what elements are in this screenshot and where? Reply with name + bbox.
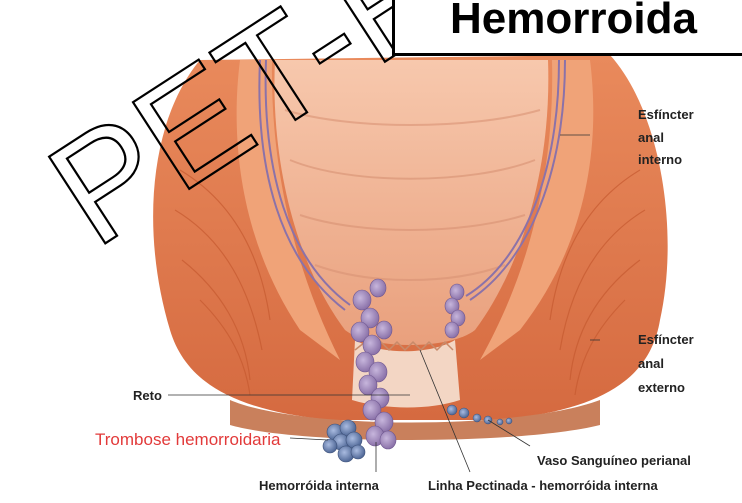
- label-reto: Reto: [133, 388, 162, 403]
- label-internal-sphincter-1: Esfíncter: [638, 107, 694, 122]
- label-external-sphincter-3: externo: [638, 380, 685, 395]
- label-external-sphincter-2: anal: [638, 356, 664, 371]
- label-internal-sphincter-3: interno: [638, 152, 682, 167]
- label-internal-sphincter-2: anal: [638, 130, 664, 145]
- label-external-sphincter-1: Esfíncter: [638, 332, 694, 347]
- label-thrombosis: Trombose hemorroidaria: [95, 430, 281, 450]
- label-perianal-vessel: Vaso Sanguíneo perianal: [537, 453, 691, 468]
- label-internal-hemorrhoid: Hemorróida interna: [259, 478, 379, 493]
- page-title: Hemorroida: [450, 0, 697, 44]
- label-pectinate-line: Linha Pectinada - hemorróida interna: [428, 478, 658, 493]
